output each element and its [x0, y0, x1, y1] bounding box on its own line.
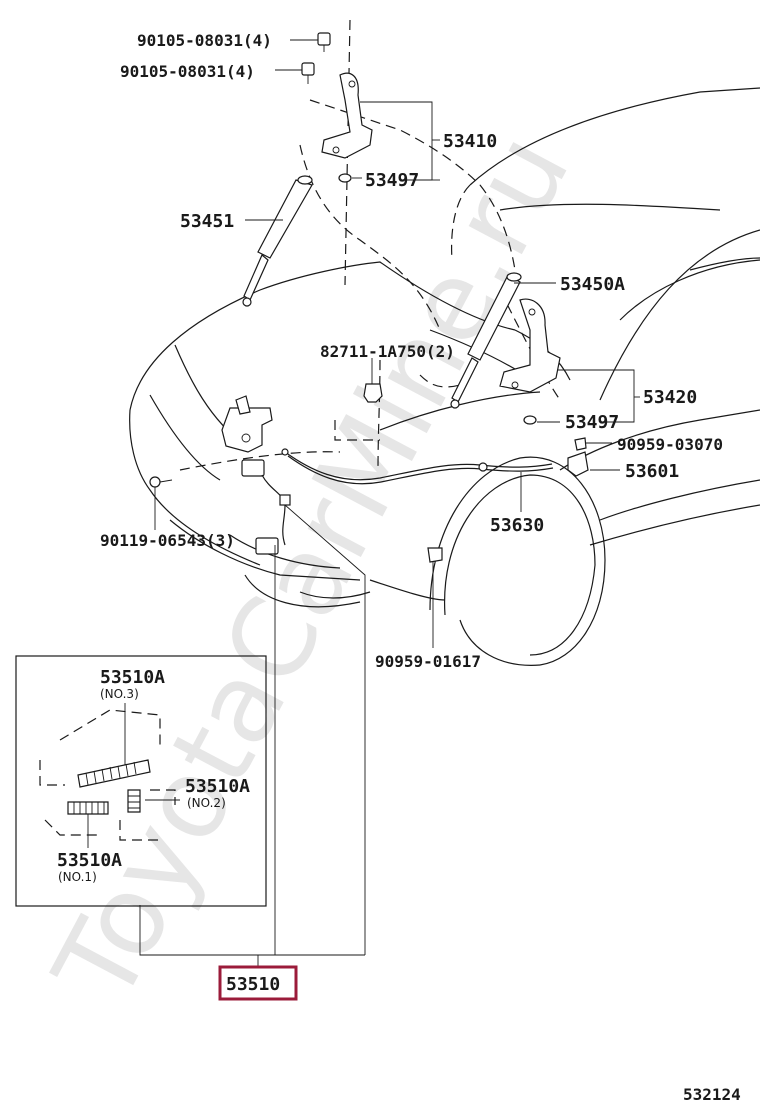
- label-screw-latch: 90119-06543(3): [100, 531, 235, 550]
- label-clip-lower: 90959-01617: [375, 652, 481, 671]
- diagram-number: 532124: [683, 1085, 741, 1104]
- release-cable-icon: [281, 448, 554, 485]
- inset-box: [15, 655, 267, 907]
- washer-left-icon: [338, 173, 352, 183]
- label-bolt-upper: 90105-08031(4): [137, 31, 272, 50]
- clip-mid-icon: [363, 383, 383, 403]
- screw-latch-icon: [149, 476, 173, 488]
- inset-labels: 53510A (NO.3) 53510A (NO.2) 53510A (NO.1…: [57, 667, 250, 884]
- label-hinge-left: 53410: [443, 131, 497, 152]
- hinge-right-icon: [499, 298, 561, 393]
- car-body-outline: [129, 87, 760, 666]
- corrugated-tube-no2-icon: [127, 789, 141, 813]
- clip-lower-icon: [427, 547, 443, 563]
- label-clip-right: 90959-03070: [617, 435, 723, 454]
- label-lever: 53601: [625, 461, 679, 482]
- watermark-text: ToyotaCarMine.ru: [29, 114, 594, 1023]
- leader-lines: [139, 39, 640, 968]
- label-part-no2: 53510A: [185, 776, 250, 797]
- strut-left-icon: [242, 175, 313, 307]
- clip-right-icon: [574, 437, 587, 451]
- corrugated-tube-no1-icon: [67, 801, 109, 815]
- washer-right-icon: [523, 415, 537, 425]
- label-washer-right: 53497: [565, 412, 619, 433]
- bolt-lower-icon: [301, 62, 315, 84]
- label-note-no2: (NO.2): [187, 796, 226, 810]
- label-cable: 53630: [490, 515, 544, 536]
- hood-latch-icon: [221, 395, 273, 477]
- label-highlighted-part[interactable]: 53510: [226, 974, 280, 995]
- label-strut-left: 53451: [180, 211, 234, 232]
- label-note-no1: (NO.1): [58, 870, 97, 884]
- label-bolt-lower: 90105-08031(4): [120, 62, 255, 81]
- label-strut-right: 53450A: [560, 274, 625, 295]
- label-clip-mid: 82711-1A750(2): [320, 342, 455, 361]
- label-hinge-right: 53420: [643, 387, 697, 408]
- label-note-no3: (NO.3): [100, 687, 139, 701]
- callout-labels: 90105-08031(4) 90105-08031(4) 53410 5349…: [100, 31, 723, 671]
- release-lever-icon: [567, 451, 589, 477]
- label-part-no3: 53510A: [100, 667, 165, 688]
- bolt-upper-icon: [317, 32, 331, 52]
- label-washer-left: 53497: [365, 170, 419, 191]
- hinge-left-icon: [321, 72, 373, 159]
- label-part-no1: 53510A: [57, 850, 122, 871]
- strut-right-icon: [450, 272, 522, 409]
- highlighted-part-box[interactable]: 53510: [218, 965, 298, 1001]
